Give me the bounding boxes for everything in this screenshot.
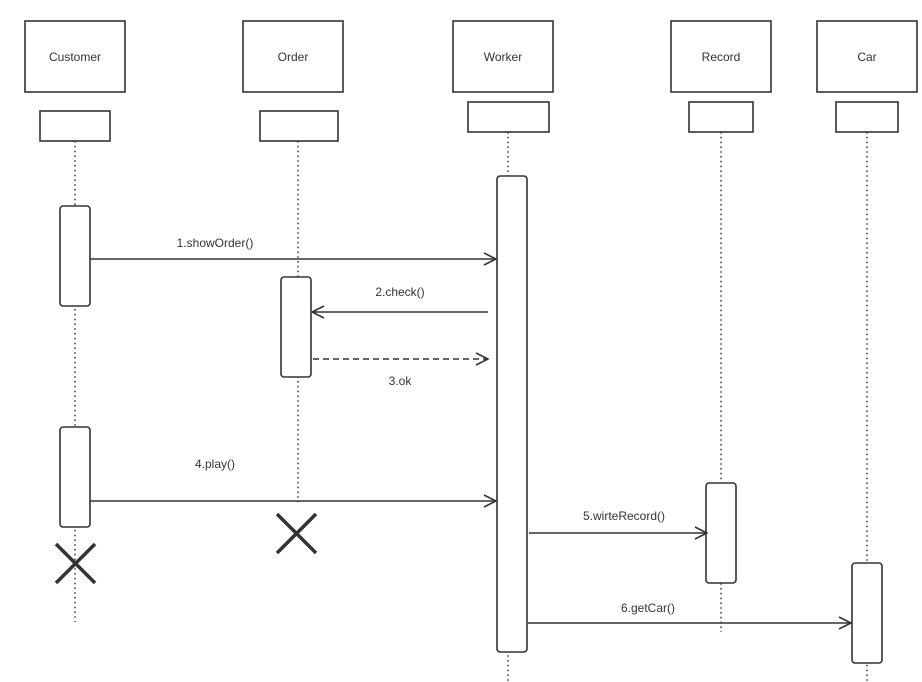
activation-order (280, 276, 312, 378)
object-box-worker (467, 101, 550, 133)
message-label-5: 5.wirteRecord() (583, 509, 665, 523)
participant-box-customer (24, 20, 126, 93)
participant-box-car (816, 20, 918, 93)
participant-customer: Customer (24, 20, 126, 622)
destroy-mark-order (275, 512, 318, 555)
message-1: 1.showOrder() (90, 236, 496, 259)
activation-record (705, 482, 737, 584)
activation-customer-2 (59, 426, 91, 528)
destroy-mark-customer (54, 542, 97, 585)
participant-label-order: Order (278, 50, 309, 64)
participant-order: Order (242, 20, 344, 502)
object-box-order (259, 110, 339, 142)
participant-label-car: Car (857, 50, 876, 64)
participant-car: Car (816, 20, 918, 682)
participant-label-customer: Customer (49, 50, 101, 64)
message-4: 4.play() (90, 457, 496, 501)
message-label-1: 1.showOrder() (177, 236, 254, 250)
message-label-2: 2.check() (375, 285, 424, 299)
message-5: 5.wirteRecord() (529, 509, 707, 533)
participant-record: Record (670, 20, 772, 632)
message-label-3: 3.ok (389, 374, 413, 388)
participant-box-worker (452, 20, 554, 93)
message-2: 2.check() (312, 285, 488, 312)
participant-label-record: Record (702, 50, 741, 64)
participant-worker: Worker (452, 20, 554, 682)
participant-label-worker: Worker (484, 50, 522, 64)
object-box-customer (39, 110, 111, 142)
activation-car (851, 562, 883, 664)
message-label-6: 6.getCar() (621, 601, 675, 615)
message-6: 6.getCar() (528, 601, 851, 623)
activation-customer-1 (59, 205, 91, 307)
object-box-record (688, 101, 754, 133)
participant-box-order (242, 20, 344, 93)
participant-box-record (670, 20, 772, 93)
message-label-4: 4.play() (195, 457, 235, 471)
activation-worker (496, 175, 528, 653)
message-3: 3.ok (313, 359, 488, 388)
object-box-car (835, 101, 899, 133)
